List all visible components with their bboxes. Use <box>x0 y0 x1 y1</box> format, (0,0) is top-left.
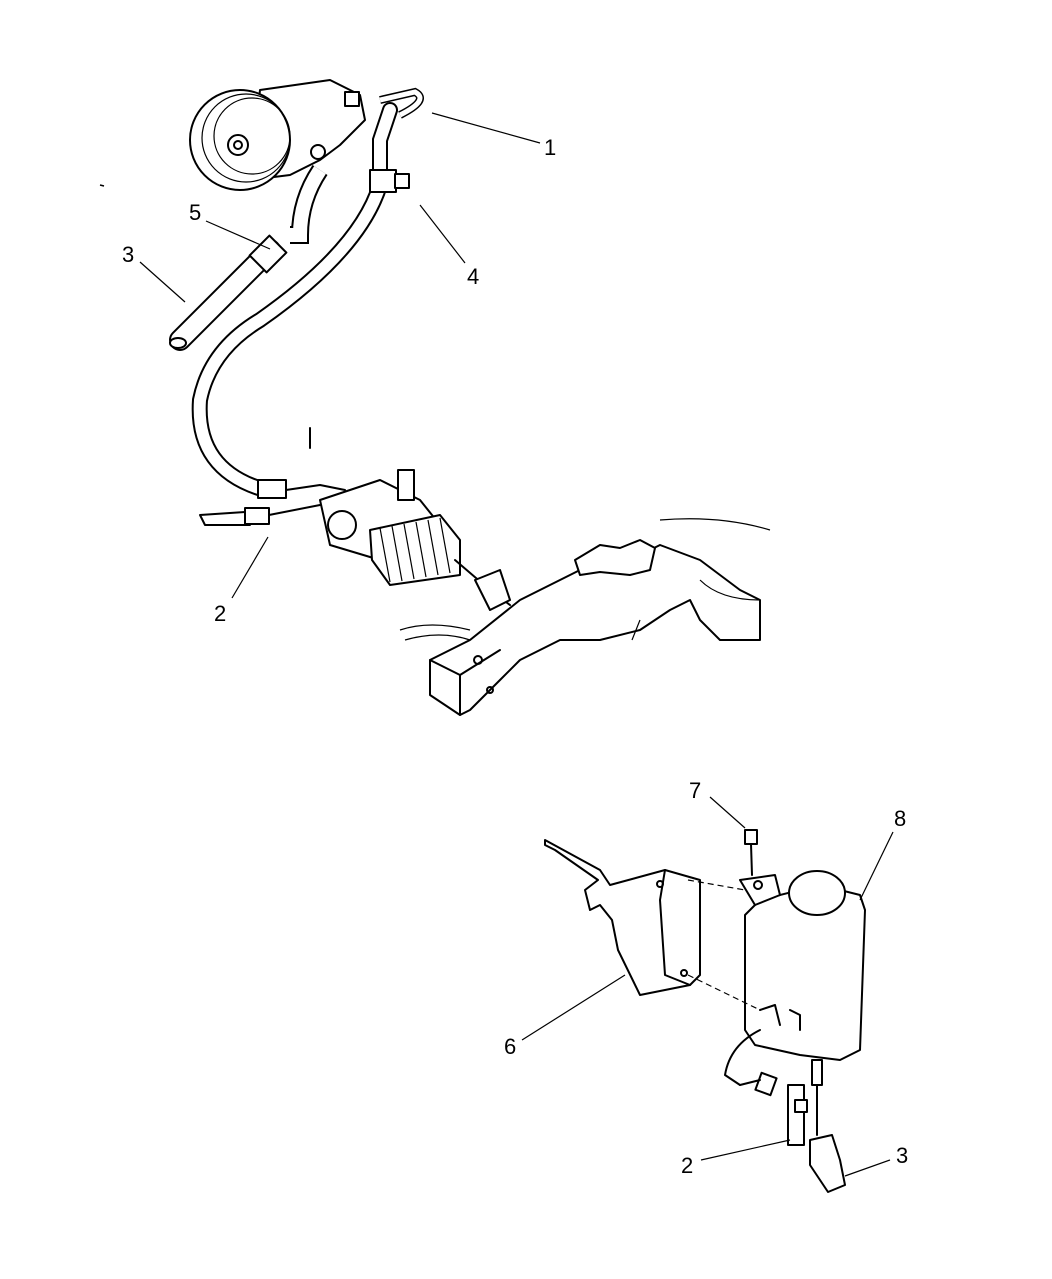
return-hose <box>169 165 328 526</box>
speck <box>99 184 105 187</box>
reservoir-bracket <box>544 839 701 996</box>
callout-8: 8 <box>894 806 907 831</box>
callout-6: 6 <box>504 1034 517 1059</box>
frame-crossmember <box>399 518 771 716</box>
steering-gear <box>319 469 511 611</box>
callout-2: 2 <box>214 601 227 626</box>
pressure-hose <box>191 87 424 499</box>
bolt-lower <box>724 1029 778 1097</box>
callout-7: 7 <box>689 778 702 803</box>
callout-2-bottom: 2 <box>681 1153 694 1178</box>
callout-1: 1 <box>544 135 557 160</box>
callout-4: 4 <box>467 264 480 289</box>
callout-3: 3 <box>122 242 135 267</box>
callout-3-bottom: 3 <box>896 1143 909 1168</box>
power-steering-pump <box>189 79 366 191</box>
reservoir-hose-fittings <box>787 1084 846 1193</box>
callout-5: 5 <box>189 200 202 225</box>
bolt-7 <box>744 829 758 876</box>
fluid-reservoir <box>687 870 866 1136</box>
leader-lines <box>139 112 894 1177</box>
